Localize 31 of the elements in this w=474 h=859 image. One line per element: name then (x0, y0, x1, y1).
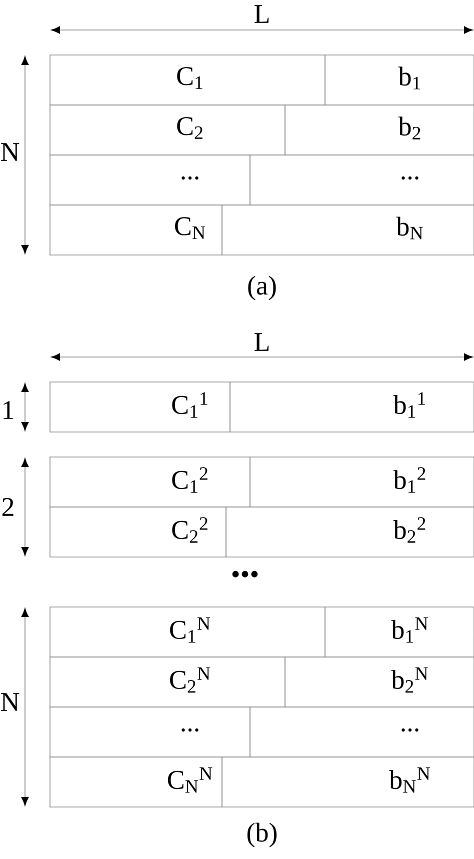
dimension-label: 1 (4, 401, 14, 419)
cell: b$_{1}$1 (230, 382, 474, 432)
cell: C$_{1}$1 (50, 382, 230, 432)
cell: C$_{1}$N (50, 606, 326, 658)
panel-label: (a) (248, 276, 276, 300)
panel-label: (b) (247, 822, 277, 848)
cell: ... (50, 706, 250, 758)
cell: b$_{N}$N (222, 756, 474, 808)
dimension-label: L (254, 333, 269, 351)
dimension-label: 2 (2, 498, 14, 516)
cell: b$_{2}$N (284, 656, 474, 708)
cell: C$_{1}$2 (50, 456, 250, 508)
cell: ... (50, 154, 250, 206)
cell: b$_{2}$2 (226, 506, 474, 558)
cell: b$_{N}$ (222, 204, 474, 256)
cell: ... (250, 706, 474, 758)
cell: C$_{N}$N (50, 756, 222, 808)
dimension-label: N (1, 693, 20, 711)
cell: b$_{1}$N (324, 606, 474, 658)
ellipsis: ••• (232, 570, 258, 578)
dimension-label: N (1, 143, 20, 161)
cell: C$_{2}$2 (50, 506, 226, 558)
dimension-label: L (254, 5, 269, 23)
cell: C$_{2}$N (50, 656, 286, 708)
cell: b$_{1}$2 (250, 456, 474, 508)
cell: ... (250, 154, 474, 206)
cell: C$_{1}$ (50, 54, 326, 106)
cell: b$_{2}$ (284, 104, 474, 156)
cell: b$_{1}$ (324, 54, 474, 106)
cell: C$_{2}$ (50, 104, 286, 156)
cell: C$_{N}$ (50, 204, 222, 256)
